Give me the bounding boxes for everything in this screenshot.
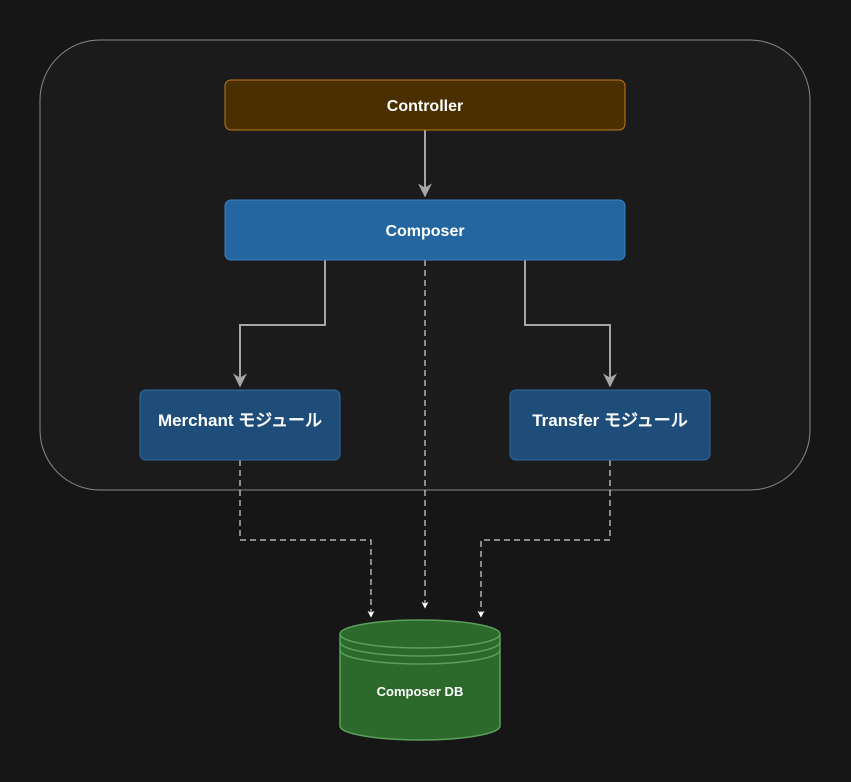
edge-transfer-db [477, 460, 611, 618]
db-ring-2 [339, 649, 501, 665]
controller-label: Controller [387, 98, 463, 115]
merchant-module-label: Merchant モジュール [158, 411, 322, 430]
composer-db-label: Composer DB [377, 684, 464, 699]
composer-label: Composer [385, 223, 464, 240]
transfer-module-label: Transfer モジュール [532, 411, 688, 430]
db-body [339, 634, 501, 741]
edge-merchant-db [239, 460, 375, 618]
dashed-edges [239, 260, 611, 618]
controller-node[interactable]: Controller [224, 79, 626, 131]
transfer-module-node[interactable]: Transfer モジュール [509, 389, 711, 461]
solid-edges [233, 130, 617, 388]
edge-composer-transfer [524, 260, 617, 388]
merchant-module-node[interactable]: Merchant モジュール [139, 389, 341, 461]
composer-db-node[interactable]: Composer DB [339, 619, 501, 741]
db-ring-1 [339, 641, 501, 657]
db-top [339, 619, 501, 649]
composer-node[interactable]: Composer [224, 199, 626, 261]
edge-composer-merchant [233, 260, 326, 388]
